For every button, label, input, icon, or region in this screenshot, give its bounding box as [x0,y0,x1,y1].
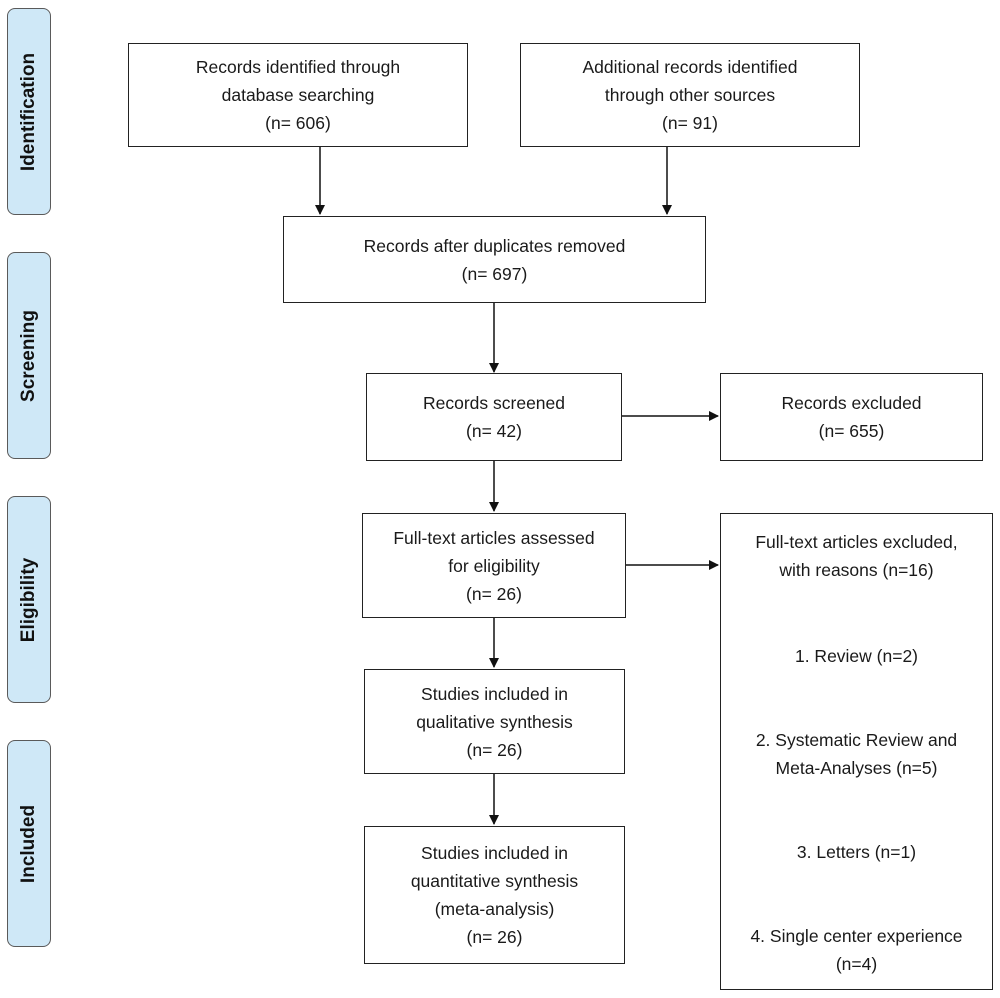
reason-single-center-line2: (n=4) [835,954,878,974]
box-excluded-count: (n= 655) [818,421,885,441]
box-fulltext-excluded-line1: Full-text articles excluded, [755,532,958,552]
box-quantitative-synthesis: Studies included in quantitative synthes… [364,826,625,964]
box-quantitative-count: (n= 26) [466,927,523,947]
box-qualitative-synthesis: Studies included in qualitative synthesi… [364,669,625,774]
phase-identification: Identification [7,8,51,215]
box-screened-line1: Records screened [422,393,566,413]
box-duplicates-line1: Records after duplicates removed [363,235,626,256]
box-quantitative-line1: Studies included in [421,843,568,863]
box-fulltext-count: (n= 26) [466,583,522,604]
box-duplicates-removed: Records after duplicates removed (n= 697… [283,216,706,303]
box-other-line1: Additional records identified [582,57,798,77]
box-database-records: Records identified through database sear… [128,43,468,147]
box-other-line2: through other sources [604,85,776,105]
box-records-excluded: Records excluded (n= 655) [720,373,983,461]
box-database-line2: database searching [221,85,375,105]
box-qualitative-count: (n= 26) [466,739,523,760]
box-database-line1: Records identified through [195,57,401,77]
reason-single-center-line1: 4. Single center experience [750,926,963,946]
box-other-sources: Additional records identified through ot… [520,43,860,147]
box-fulltext-excluded: Full-text articles excluded, with reason… [720,513,993,990]
reason-systematic-review-line1: 2. Systematic Review and [755,730,958,750]
box-qualitative-line2: qualitative synthesis [416,711,573,732]
box-fulltext-line2: for eligibility [448,555,540,576]
box-qualitative-line1: Studies included in [421,683,568,704]
reason-letters: 3. Letters (n=1) [796,842,917,862]
reason-review: 1. Review (n=2) [794,646,919,666]
box-fulltext-excluded-line2: with reasons (n=16) [779,560,934,580]
phase-screening: Screening [7,252,51,459]
box-database-count: (n= 606) [265,113,331,133]
box-fulltext-assessed: Full-text articles assessed for eligibil… [362,513,626,618]
box-fulltext-line1: Full-text articles assessed [393,527,595,548]
phase-eligibility: Eligibility [7,496,51,703]
box-duplicates-count: (n= 697) [461,263,528,284]
box-other-count: (n= 91) [662,113,718,133]
phase-included: Included [7,740,51,947]
box-screened-count: (n= 42) [466,421,522,441]
box-quantitative-line2: quantitative synthesis [410,871,579,891]
box-quantitative-line3: (meta-analysis) [434,899,555,919]
box-records-screened: Records screened (n= 42) [366,373,622,461]
reason-systematic-review-line2: Meta-Analyses (n=5) [775,758,938,778]
box-excluded-line1: Records excluded [781,393,922,413]
